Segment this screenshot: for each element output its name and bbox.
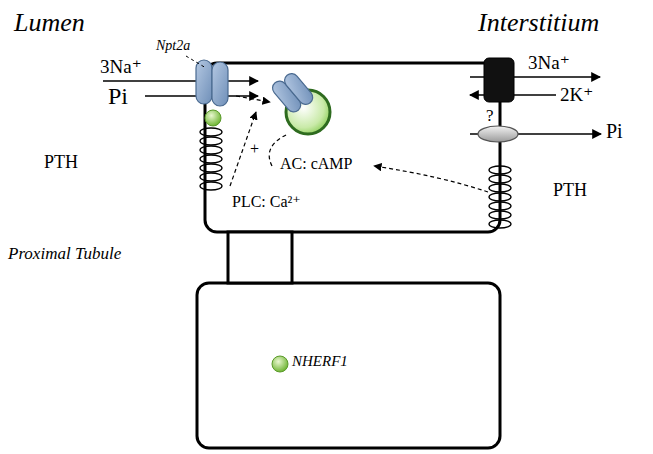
internalized-npt2a xyxy=(270,69,316,116)
npt2a-transporter xyxy=(196,60,228,106)
ion-label: Pi xyxy=(108,83,128,111)
ion-label: 2K⁺ xyxy=(560,84,593,106)
ion-label: Pi xyxy=(606,120,623,143)
pth-receptor xyxy=(200,128,222,190)
cell-outline xyxy=(197,283,500,448)
compartment-label: Interstitium xyxy=(478,8,599,38)
proximal-tubule-cell: NHERF1 xyxy=(197,283,500,448)
cell-outline xyxy=(205,63,500,232)
tight-junction xyxy=(228,232,292,283)
na-k-atpase xyxy=(484,58,514,102)
nherf1-dot xyxy=(272,356,288,372)
transporter-label: Npt2a xyxy=(156,38,190,54)
protein-label: NHERF1 xyxy=(292,353,348,370)
segment-label: Proximal Tubule xyxy=(8,244,121,264)
proximal-tubule-cell: PLC: Ca²⁺ AC: cAMP xyxy=(205,63,500,232)
phosphate-exporter xyxy=(478,126,518,142)
ion-label: 3Na⁺ xyxy=(100,56,142,78)
pth-receptor xyxy=(489,166,511,228)
ion-label: 3Na⁺ xyxy=(528,52,570,74)
ac-activation-arrow xyxy=(374,166,488,192)
unknown-mark: ? xyxy=(486,106,494,126)
nherf1-dot xyxy=(205,110,221,126)
hormone-label: PTH xyxy=(44,152,78,173)
signal-pathway-label: AC: cAMP xyxy=(280,155,352,173)
leader-line xyxy=(186,56,206,68)
hormone-label: PTH xyxy=(553,180,587,201)
signal-pathway-label: PLC: Ca²⁺ xyxy=(232,193,301,211)
sodium-flux-arrow xyxy=(103,80,258,81)
compartment-label: Lumen xyxy=(14,8,85,38)
stimulation-sign: + xyxy=(250,140,259,158)
internalization-arrow xyxy=(236,96,270,102)
